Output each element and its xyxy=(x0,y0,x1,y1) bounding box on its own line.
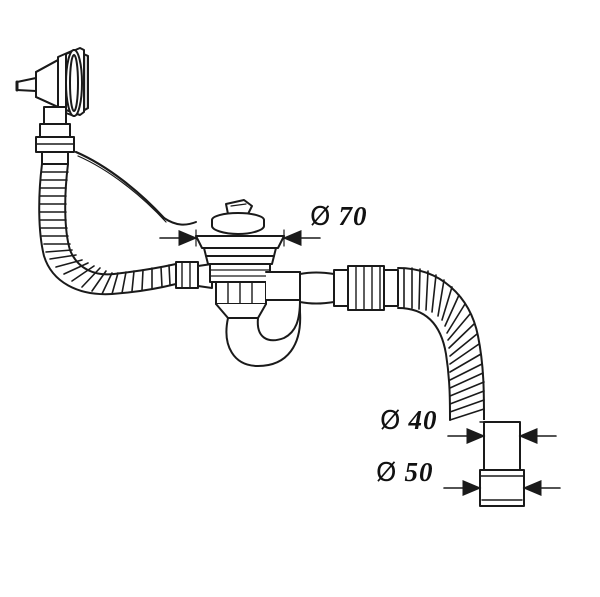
overflow-hose-union-nut xyxy=(175,261,213,289)
dimension-value-50: 50 xyxy=(404,457,434,487)
union-nut-coupling xyxy=(299,265,399,311)
dimension-value-70: 70 xyxy=(338,201,368,231)
corrugated-outlet-hose xyxy=(397,267,485,421)
siphon-u-bend xyxy=(225,271,302,367)
diameter-symbol-50: Ø xyxy=(376,458,398,488)
drain-plug xyxy=(211,199,265,235)
overflow-cap-assembly xyxy=(15,47,89,165)
drain-flange-and-body xyxy=(195,235,301,319)
dimension-value-40: 40 xyxy=(408,405,438,435)
outlet-pipe xyxy=(479,420,525,507)
corrugated-overflow-hose xyxy=(38,163,177,296)
dimension-line-70 xyxy=(159,229,321,247)
diameter-symbol-70: Ø xyxy=(310,202,332,232)
chain-with-plug xyxy=(74,150,197,226)
diameter-symbol-40: Ø xyxy=(380,406,402,436)
